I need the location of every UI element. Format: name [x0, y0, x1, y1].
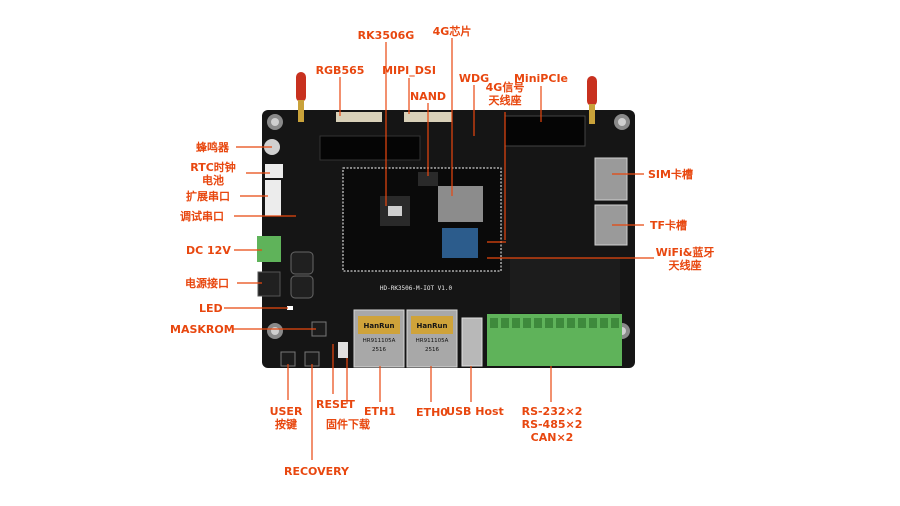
terminal-screw: [490, 318, 498, 328]
label-maskrom: MASKROM: [170, 323, 235, 336]
label-eth0: ETH0: [416, 406, 448, 419]
minipcie-slot: [504, 115, 586, 147]
label-user-key-line1: USER: [269, 405, 303, 418]
label-rk3506g: RK3506G: [357, 29, 415, 42]
terminal-screw: [523, 318, 531, 328]
label-recovery: RECOVERY: [284, 465, 349, 478]
rj45-part-text: HR911105A: [363, 338, 396, 344]
label-led: LED: [199, 302, 223, 315]
ext-uart-connector: [265, 180, 281, 216]
label-debug-uart: 调试串口: [180, 210, 224, 223]
label-usb-host: USB Host: [446, 405, 504, 418]
label-rtc-line1: RTC时钟: [190, 161, 236, 174]
dc12v-terminal: [257, 236, 281, 262]
label-rs485: RS-485×2: [521, 418, 583, 431]
label-4g-antenna: 4G信号 天线座: [477, 81, 533, 107]
wifi-module: [442, 228, 478, 258]
label-power-port: 电源接口: [185, 277, 229, 290]
rj45-date-text: 2516: [372, 347, 386, 353]
label-buzzer: 蜂鸣器: [196, 141, 229, 154]
eth1-port: HanRun HR911105A 2516: [353, 309, 405, 368]
led: [287, 306, 293, 310]
usb-host-port: [461, 317, 483, 367]
label-rtc: RTC时钟 电池: [183, 161, 243, 187]
rj45-date-text: 2516: [425, 347, 439, 353]
nand-chip: [418, 172, 438, 186]
user-button: [280, 351, 296, 367]
label-wifi-bt-line1: WiFi&蓝牙: [655, 246, 715, 259]
core-module: [342, 167, 502, 272]
rj45-part-text: HR911105A: [416, 338, 449, 344]
antenna-left: [296, 72, 306, 122]
recovery-button: [304, 351, 320, 367]
leader-lines: [224, 38, 654, 460]
label-reset: RESET: [316, 398, 355, 411]
reset-button: [338, 342, 348, 358]
label-minipcie: MiniPCIe: [513, 72, 568, 85]
board-model-silkscreen: HD-RK3506-M-IOT V1.0: [380, 285, 453, 292]
terminal-screw: [578, 318, 586, 328]
antenna-right: [587, 76, 597, 124]
terminal-screw: [534, 318, 542, 328]
pin-header: [319, 135, 421, 161]
label-dc12v: DC 12V: [186, 244, 231, 257]
rj45-brand-text: HanRun: [417, 322, 448, 330]
label-can: CAN×2: [530, 431, 574, 444]
terminal-screw: [556, 318, 564, 328]
label-wdg: WDG: [458, 72, 490, 85]
terminal-screw: [567, 318, 575, 328]
label-user-key-line2: 按键: [275, 418, 297, 431]
rs-can-terminal-block: [487, 314, 622, 366]
label-4g-antenna-line1: 4G信号: [485, 81, 525, 94]
label-rtc-line2: 电池: [202, 174, 224, 187]
label-eth1: ETH1: [364, 405, 396, 418]
rtc-battery: [265, 164, 283, 178]
label-nand: NAND: [409, 90, 447, 103]
terminal-screw: [545, 318, 553, 328]
label-rgb565: RGB565: [315, 64, 365, 77]
label-ext-uart: 扩展串口: [186, 190, 230, 203]
power-jack: [257, 271, 281, 297]
terminal-screw: [501, 318, 509, 328]
sim-slot: [594, 157, 628, 201]
inductor: [290, 251, 314, 275]
label-user-key: USER 按键: [264, 405, 308, 431]
label-rs-can: RS-232×2 RS-485×2 CAN×2: [512, 405, 592, 444]
terminal-screw: [512, 318, 520, 328]
chip-4g: [438, 186, 483, 222]
label-mipi-dsi: MIPI_DSI: [382, 64, 436, 77]
rj45-brand-text: HanRun: [364, 322, 395, 330]
label-wifi-bt-line2: 天线座: [668, 259, 702, 272]
eth0-port: HanRun HR911105A 2516: [406, 309, 458, 368]
label-firmware-download: 固件下载: [326, 418, 370, 431]
label-tf-slot: TF卡槽: [650, 219, 688, 232]
label-rs232: RS-232×2: [521, 405, 583, 418]
rs-circuit-area: [510, 258, 620, 313]
terminal-screw: [589, 318, 597, 328]
rgb565-connector: [336, 112, 382, 122]
label-4g-antenna-line2: 天线座: [488, 94, 522, 107]
label-wifi-bt: WiFi&蓝牙 天线座: [650, 246, 720, 272]
terminal-screw: [600, 318, 608, 328]
terminal-screw: [611, 318, 619, 328]
label-sim-slot: SIM卡槽: [648, 168, 693, 181]
label-4g-chip: 4G芯片: [432, 25, 472, 38]
